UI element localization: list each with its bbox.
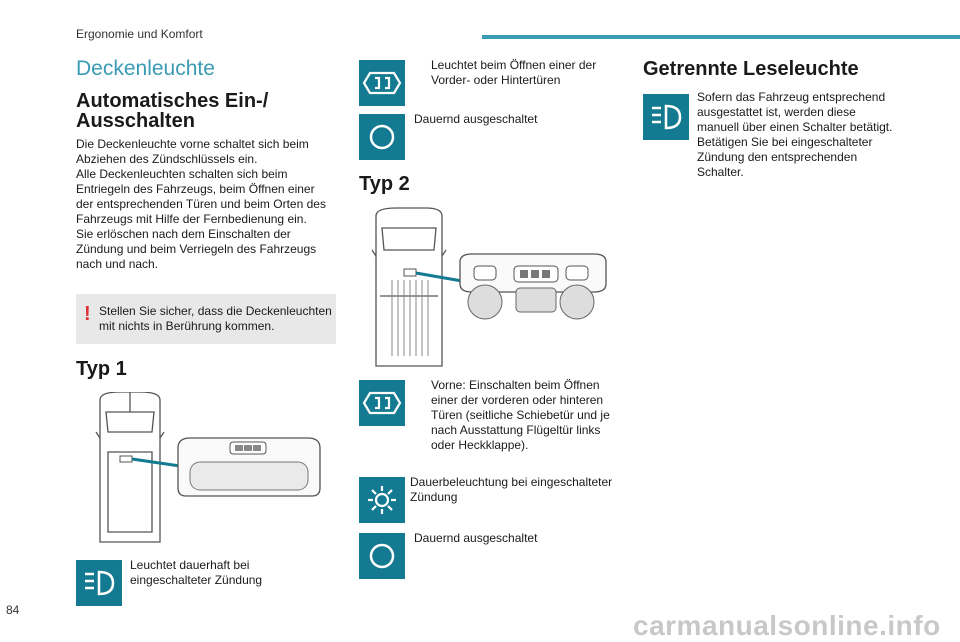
warning-mark-icon: ! (84, 303, 91, 325)
watermark: carmanualsonline.info (633, 610, 941, 641)
typ1-illustration (95, 392, 321, 543)
dome-lamp (403, 268, 417, 277)
text-line: Die Deckenleuchte vorne schaltet sich be… (76, 137, 309, 151)
van-outline (99, 392, 161, 543)
typ2-illustration (371, 207, 607, 367)
text-line: Zündung und beim Verriegeln des Fahrzeug… (76, 242, 317, 256)
text-line: Sie erlöschen nach dem Einschalten der (76, 227, 291, 241)
headlamp-icon-box (76, 560, 122, 606)
text-line: Vorne: Einschalten beim Öffnen (431, 378, 600, 392)
car-doors-icon (362, 391, 402, 415)
text-line: der entsprechenden Türen und beim Orten … (76, 197, 326, 211)
text-line: einer der vorderen oder hinteren (431, 393, 604, 407)
text-line: Entriegeln des Fahrzeugs, beim Öffnen ei… (76, 182, 315, 196)
typ2-ignition-text: Dauerbeleuchtung bei eingeschalteter Zün… (410, 475, 625, 505)
circle-off-icon-box (359, 114, 405, 160)
circle-off-icon (369, 124, 395, 150)
auto-heading-line1: Automatisches Ein-/ (76, 90, 269, 112)
text-line: Vorder- oder Hintertüren (431, 73, 561, 87)
page-number: 84 (6, 603, 20, 617)
text-line: Sofern das Fahrzeug entsprechend (697, 90, 886, 104)
car-doors-icon (362, 71, 402, 95)
text-line: Abziehen des Zündschlüssels ein. (76, 152, 258, 166)
dome-lamp (119, 455, 133, 463)
typ2-heading: Typ 2 (359, 173, 410, 195)
text-line: nach und nach. (76, 257, 159, 271)
off-text: Dauernd ausgeschaltet (414, 112, 538, 126)
text-line: nach Ausstattung Flügeltür links (431, 423, 601, 437)
text-line: Betätigen Sie bei eingeschalteter (697, 135, 873, 149)
text-line: Stellen Sie sicher, dass die Deckenleuch… (99, 304, 332, 318)
text-line: mit nichts in Berührung kommen. (99, 319, 275, 333)
reading-heading: Getrennte Leseleuchte (643, 58, 859, 80)
circle-off-icon-box (359, 533, 405, 579)
text-line: Fahrzeugs mit Hilfe der Fernbedienung ei… (76, 212, 307, 226)
headlamp-icon-box (643, 94, 689, 140)
text-line: ausgestattet ist, werden diese (697, 105, 856, 119)
car-doors-icon-box (359, 60, 405, 106)
typ1-heading: Typ 1 (76, 358, 127, 380)
auto-heading-line2: Ausschalten (76, 110, 195, 132)
ceiling-console-panel (459, 253, 607, 320)
text-line: Zündung (410, 490, 458, 504)
header-bar (482, 35, 960, 39)
header-section: Ergonomie und Komfort (76, 27, 203, 41)
reading-paragraph: Sofern das Fahrzeug entsprechend ausgest… (697, 90, 912, 180)
sun-icon (368, 486, 396, 514)
warning-text: Stellen Sie sicher, dass die Deckenleuch… (99, 304, 335, 334)
auto-paragraph: Die Deckenleuchte vorne schaltet sich be… (76, 137, 346, 272)
text-line: oder Heckklappe). (431, 438, 529, 452)
typ1-item1: Leuchtet dauerhaft bei eingeschalteter Z… (130, 558, 340, 588)
text-line: manuell über einen Schalter betätigt. (697, 120, 893, 134)
sun-icon-box (359, 477, 405, 523)
text-line: Leuchtet dauerhaft bei (130, 558, 250, 572)
headlamp-icon (652, 104, 682, 130)
text-line: eingeschalteter Zündung (130, 573, 263, 587)
text-line: Türen (seitliche Schiebetür und je (431, 408, 610, 422)
page-title: Deckenleuchte (76, 57, 215, 80)
ceiling-lamp-panel (177, 437, 321, 497)
headlamp-icon (85, 570, 115, 596)
typ2-off-text: Dauernd ausgeschaltet (414, 531, 538, 545)
text-line: Schalter. (697, 165, 744, 179)
doors-text: Leuchtet beim Öffnen einer der Vorder- o… (431, 58, 631, 88)
typ2-front-text: Vorne: Einschalten beim Öffnen einer der… (431, 378, 631, 453)
text-line: Dauerbeleuchtung bei eingeschalteter (410, 475, 613, 489)
car-doors-icon-box (359, 380, 405, 426)
text-line: Alle Deckenleuchten schalten sich beim (76, 167, 288, 181)
text-line: Leuchtet beim Öffnen einer der (431, 58, 597, 72)
text-line: Zündung den entsprechenden (697, 150, 858, 164)
warning-box (76, 294, 336, 344)
circle-off-icon (369, 543, 395, 569)
van-outline (375, 207, 443, 367)
